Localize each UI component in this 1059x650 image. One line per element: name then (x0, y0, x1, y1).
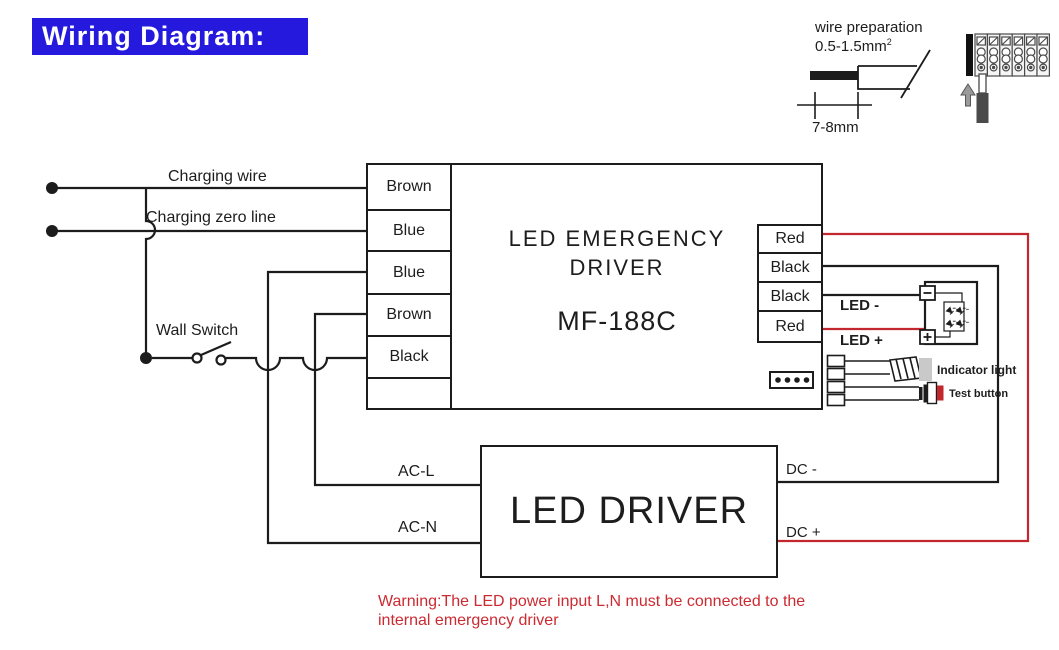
wall-switch-symbol (140, 340, 368, 372)
dip-connector-graphic (769, 371, 814, 389)
warning-line2: internal emergency driver (378, 612, 559, 629)
terminal-label: Brown (386, 178, 432, 195)
terminal-label: Brown (386, 306, 432, 323)
terminal-left-5: Black (366, 335, 452, 379)
ac-n-label: AC-N (398, 519, 438, 536)
ac-l-label: AC-L (398, 463, 435, 480)
charging-wire-label: Charging wire (168, 168, 267, 185)
terminal-label: Blue (392, 221, 426, 239)
wire-size-superscript: 2 (886, 37, 892, 47)
charging-zero-line-label: Charging zero line (146, 209, 276, 226)
terminal-left-2: Blue (366, 209, 452, 252)
test-button-icon (919, 381, 944, 405)
emergency-driver-name-line2: DRIVER (569, 255, 665, 280)
wire-size-label: 0.5-1.5mm2 (815, 37, 892, 55)
terminal-label: Black (389, 348, 429, 365)
page-title-text: Wiring Diagram: (42, 21, 266, 51)
dc-minus-label: DC - (786, 461, 817, 478)
terminal-right-3: Black (757, 281, 823, 312)
indicator-light-label: Indicator light (937, 363, 1017, 377)
ac-l-wire (313, 312, 482, 487)
indicator-light-icon (889, 356, 932, 382)
dc-minus-wire (776, 264, 1000, 484)
terminal-left-4: Brown (366, 293, 452, 337)
emergency-driver-name-line1: LED EMERGENCY (508, 226, 726, 251)
page-title: Wiring Diagram: (32, 18, 308, 55)
charging-wire-line (46, 182, 368, 194)
insert-wire-graphic (960, 73, 989, 123)
terminal-label: Black (770, 258, 810, 276)
wire-size-value: 0.5-1.5mm (815, 38, 887, 55)
terminal-label: Black (770, 287, 810, 305)
terminal-right-4: Red (757, 310, 823, 343)
terminal-left-1: Brown (366, 163, 452, 211)
up-arrow-icon (960, 83, 976, 107)
emergency-driver-model: MF-188C (557, 306, 677, 336)
wire-preparation-label: wire preparation (815, 19, 923, 36)
ac-n-wire (266, 270, 482, 545)
warning-line1: Warning:The LED power input L,N must be … (378, 593, 806, 610)
terminal-block-graphic (966, 33, 1050, 77)
led-module-graphic (919, 280, 979, 346)
switch-branch-wire (144, 188, 157, 358)
terminal-label: Red (775, 230, 805, 247)
led-driver-box: LED DRIVER (480, 445, 778, 578)
dc-plus-label: DC + (786, 524, 821, 541)
led-plus-label: LED + (840, 332, 883, 349)
terminal-label: Red (775, 317, 805, 335)
wall-switch-label: Wall Switch (156, 322, 239, 339)
test-button-label: Test button (949, 388, 1009, 400)
dc-plus-wire (776, 232, 1030, 543)
strip-length-label: 7-8mm (812, 119, 859, 136)
terminal-left-6 (366, 377, 452, 410)
accessory-pins-graphic (826, 354, 919, 407)
led-minus-label: LED - (840, 297, 880, 314)
terminal-left-3: Blue (366, 250, 452, 295)
led-driver-label: LED DRIVER (509, 490, 749, 532)
terminal-label: Blue (392, 263, 426, 281)
wire-strip-graphic (797, 49, 931, 119)
charging-zero-line-wire (46, 225, 368, 237)
